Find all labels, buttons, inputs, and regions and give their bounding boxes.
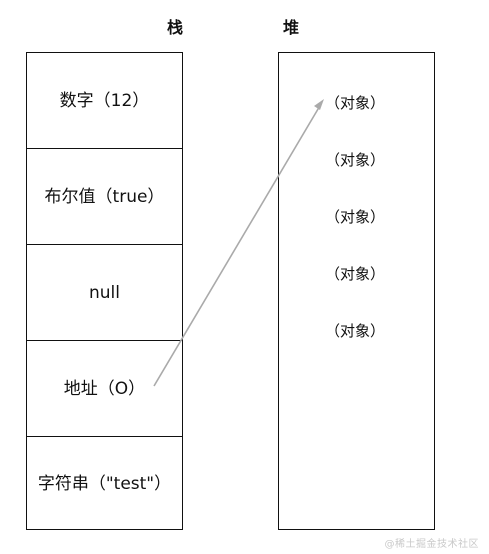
- heap-object-1: （对象）: [325, 94, 386, 112]
- stack-cell-address: 地址（O）: [27, 341, 182, 437]
- stack-cell-string: 字符串（"test"）: [37, 474, 172, 494]
- watermark: @稀土掘金技术社区: [384, 539, 479, 550]
- heap-object-5: （对象）: [325, 322, 386, 340]
- heap-object-4: （对象）: [325, 265, 386, 283]
- stack-title: 栈: [166, 18, 183, 37]
- heap-title: 堆: [282, 18, 299, 37]
- stack-box: 数字（12） 布尔值（true） null 地址（O） 字符串（"test"）: [26, 52, 183, 530]
- heap-object-3: （对象）: [325, 208, 386, 226]
- stack-cell-boolean: 布尔值（true）: [27, 149, 182, 245]
- heap-box: （对象） （对象） （对象） （对象） （对象）: [278, 52, 435, 530]
- stack-cell-null: null: [27, 245, 182, 341]
- heap-object-2: （对象）: [325, 151, 386, 169]
- stack-cell-number: 数字（12）: [27, 53, 182, 149]
